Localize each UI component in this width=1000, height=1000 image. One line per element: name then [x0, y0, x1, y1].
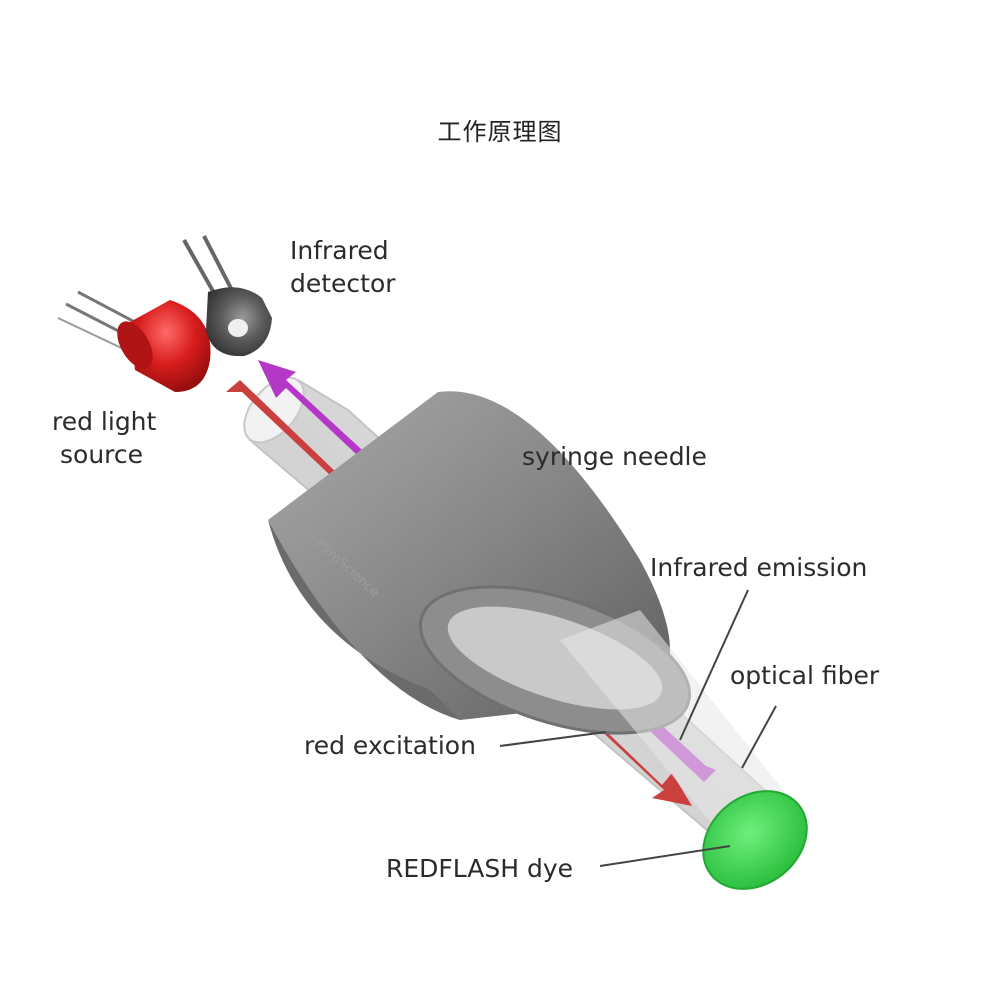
redflash-dye-tip: [702, 790, 808, 890]
pointer-redflash-dye: [599, 845, 731, 867]
label-syringe-needle: syringe needle: [522, 442, 707, 471]
pointer-infrared-emission: [679, 589, 749, 741]
optical-fiber-front: [560, 610, 795, 860]
pointer-optical-fiber: [741, 705, 777, 769]
label-infrared-emission: Infrared emission: [650, 553, 868, 582]
label-infrared-detector: Infrared detector: [290, 234, 396, 300]
label-optical-fiber: optical fiber: [730, 661, 880, 690]
pointer-red-excitation: [499, 731, 607, 747]
infrared-detector-icon: [182, 235, 272, 357]
red-led-icon: [57, 290, 211, 392]
label-infrared-detector-line2: detector: [290, 269, 396, 298]
label-red-light-source-line2: source: [60, 440, 144, 469]
label-red-light-source-line1: red light: [52, 407, 157, 436]
pointer-lines: [499, 589, 777, 867]
diagram-title: 工作原理图: [437, 118, 563, 146]
label-red-light-source: red light source: [52, 405, 156, 471]
label-infrared-detector-line1: Infrared: [290, 236, 389, 265]
label-redflash-dye: REDFLASH dye: [386, 854, 574, 883]
label-red-excitation: red excitation: [304, 731, 476, 760]
